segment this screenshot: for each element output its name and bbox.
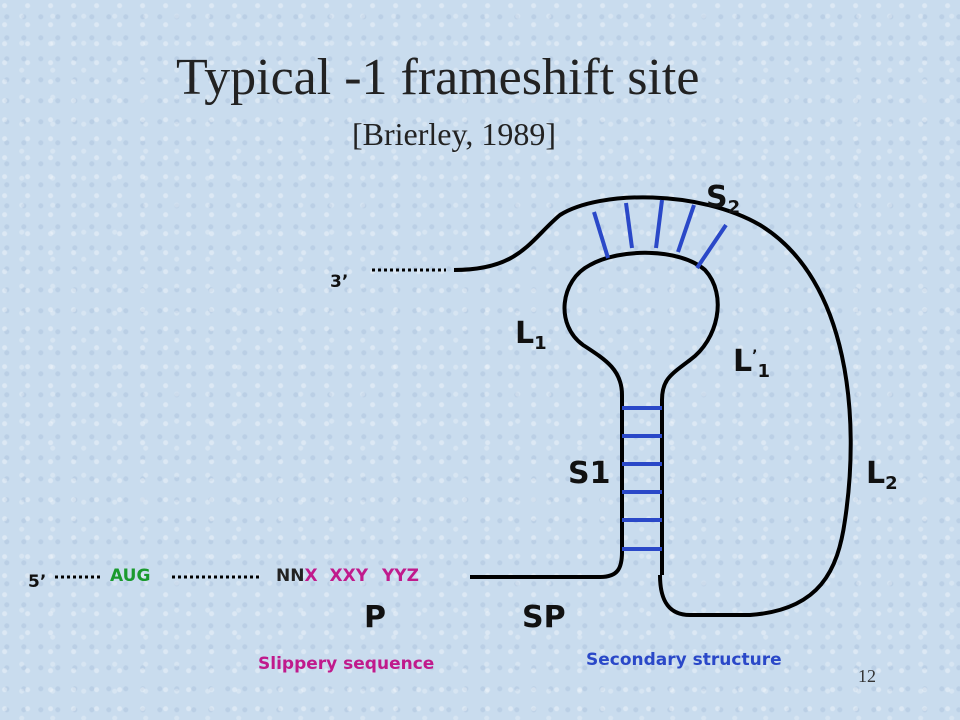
label-5prime: 5’ (28, 572, 47, 592)
strand-stem-loop (470, 250, 720, 579)
codon-aug: AUG (110, 566, 151, 586)
label-s1: S1 (568, 456, 611, 491)
label-s2: S2 (706, 180, 741, 218)
seq-x: X (304, 566, 318, 586)
label-3prime: 3’ (330, 272, 349, 292)
seq-xxy: XXY (329, 566, 369, 586)
slide-subtitle: [Brierley, 1989] (352, 116, 557, 152)
label-l1: L1 (515, 316, 547, 354)
s2-base-pairs (592, 199, 728, 270)
strand-3prime-l2 (453, 195, 853, 617)
label-sp: SP (522, 600, 566, 635)
s1-base-pairs (622, 406, 662, 551)
s2-pair-4 (676, 204, 696, 253)
page-number: 12 (858, 666, 876, 686)
seq-nn: NN (276, 566, 305, 586)
label-p: P (364, 600, 386, 635)
label-l2: L2 (866, 456, 898, 494)
slippery-site: NNX XXY YYZ (276, 566, 419, 586)
slide-title: Typical -1 frameshift site (176, 49, 700, 106)
caption-slippery: Slippery sequence (258, 654, 435, 674)
label-l1-prime: L’1 (733, 344, 770, 382)
seq-yyz: YYZ (381, 566, 419, 586)
s2-pair-5 (695, 223, 728, 270)
s2-pair-2 (624, 202, 634, 249)
s2-pair-1 (592, 211, 610, 259)
s2-pair-3 (654, 199, 664, 249)
caption-secondary: Secondary structure (586, 650, 782, 670)
